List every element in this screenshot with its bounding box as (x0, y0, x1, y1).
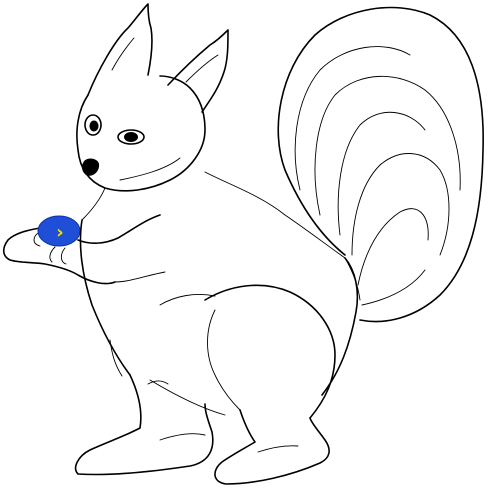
left-eye-icon (84, 114, 102, 136)
chevron-right-icon: › (56, 222, 63, 243)
squirrel-tail (277, 6, 484, 323)
squirrel-nose (82, 158, 100, 176)
squirrel-haunch (204, 284, 336, 419)
squirrel-neck (81, 171, 346, 259)
squirrel-front-foot (74, 374, 214, 476)
squirrel-ears (87, 3, 229, 113)
squirrel-eyes (84, 114, 145, 145)
blue-token: › (37, 215, 81, 247)
right-eye-icon (117, 129, 145, 145)
squirrel-head (76, 75, 206, 192)
squirrel-back-foot (214, 409, 330, 485)
squirrel-front-paw (2, 214, 166, 285)
squirrel-body (79, 219, 359, 416)
